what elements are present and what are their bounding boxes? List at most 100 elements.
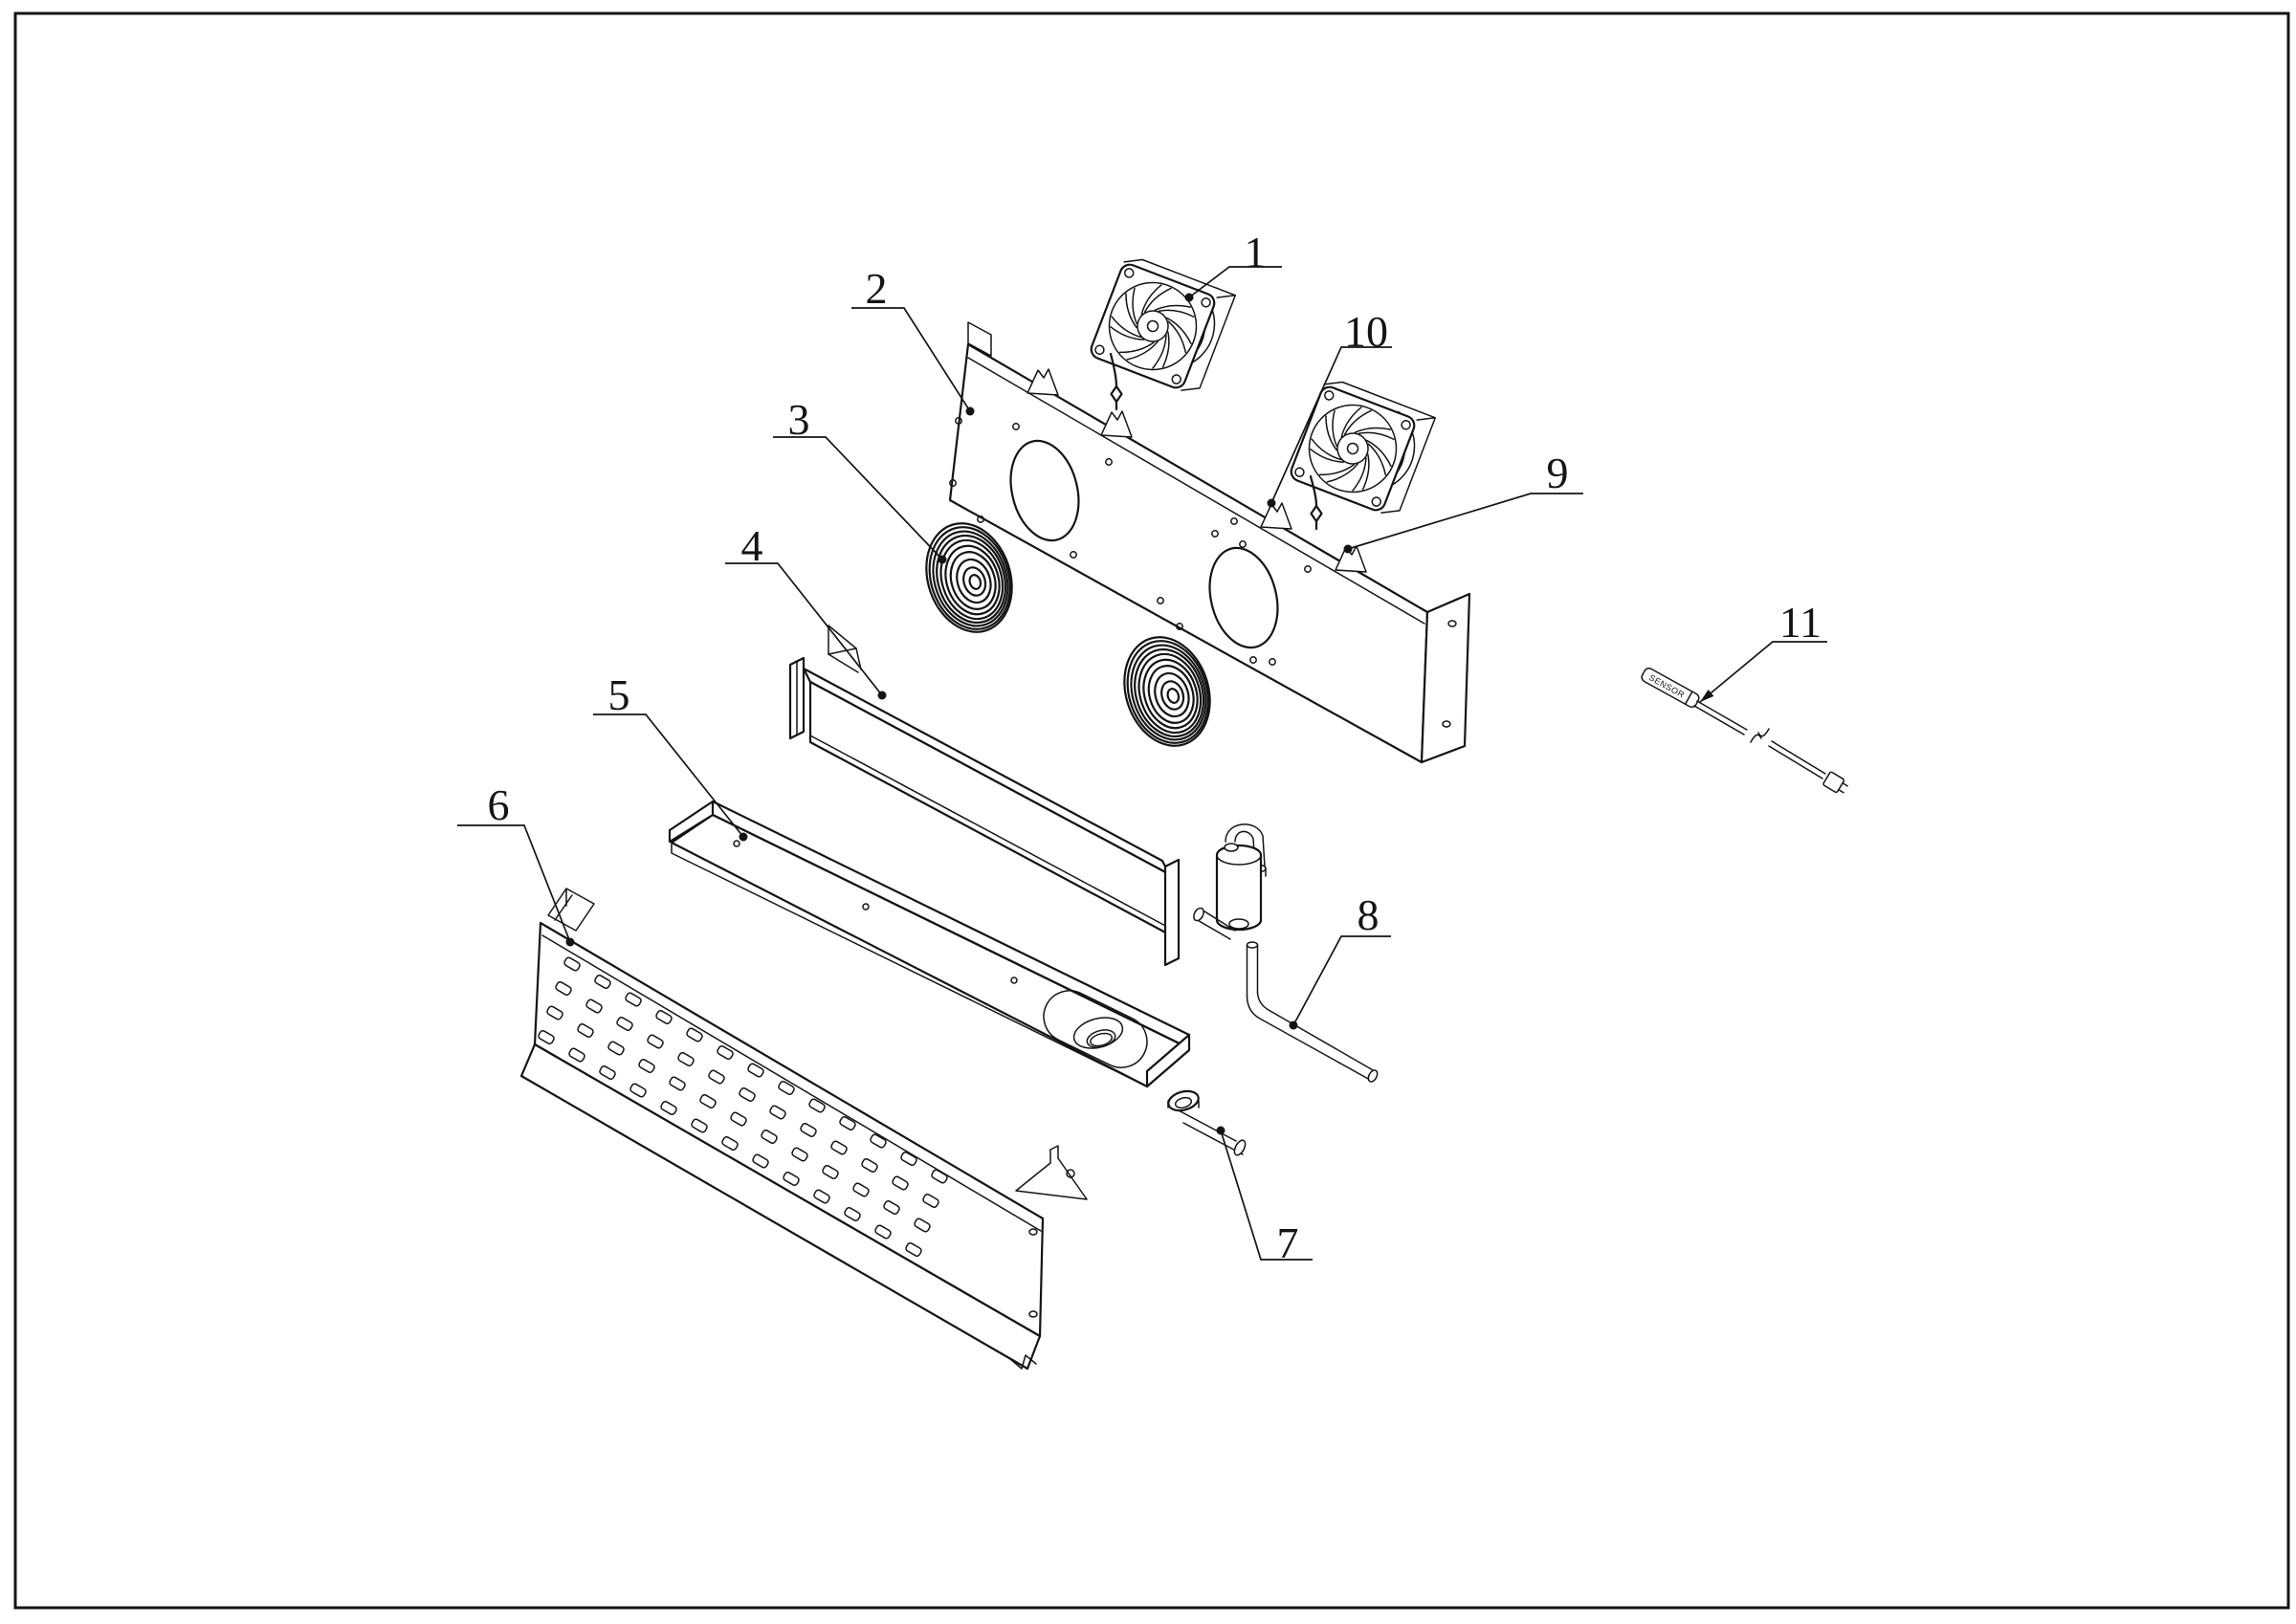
panel-left-flange — [967, 321, 992, 357]
vent-slot — [905, 1242, 922, 1257]
leader-dot-1 — [1184, 293, 1194, 302]
vent-slot — [577, 1023, 594, 1038]
fan10-wire-connector — [1310, 504, 1323, 523]
guard-ring — [936, 534, 1007, 625]
vent-slot — [677, 1052, 695, 1066]
drain-fitting-part7 — [1167, 1089, 1247, 1156]
fan-cutout-right — [1208, 546, 1279, 649]
vent-slot — [783, 1172, 800, 1186]
vent-slot — [839, 1116, 856, 1130]
heat-exchanger-part4 — [788, 625, 1181, 967]
vent-slot — [870, 1133, 887, 1149]
guard-ring — [956, 558, 992, 604]
duct-right-end-plate — [1163, 858, 1181, 967]
vent-slot — [616, 1017, 633, 1031]
part-label-11: 11 — [1779, 598, 1821, 647]
leader-dot-4 — [877, 691, 887, 700]
leader-dot-2 — [965, 406, 975, 416]
guard-ring — [1154, 671, 1190, 718]
vent-slot — [752, 1153, 769, 1169]
tray-left-end — [668, 800, 715, 844]
guard-ring — [939, 538, 1004, 621]
guard-ring — [1126, 640, 1209, 744]
vent-slot — [861, 1158, 878, 1173]
fan1-wire-connector — [1110, 384, 1123, 404]
leader-line-7 — [1220, 1130, 1313, 1261]
vent-slot — [568, 1047, 585, 1063]
guard-ring — [1137, 652, 1203, 735]
part-label-7: 7 — [1277, 1218, 1299, 1267]
panel-screw-holes — [949, 417, 1312, 666]
leader-line-9 — [1347, 493, 1583, 550]
vent-slot — [739, 1087, 756, 1102]
vent-slot — [769, 1105, 786, 1120]
part-label-9: 9 — [1547, 449, 1569, 497]
vent-slot — [892, 1175, 909, 1191]
leader-dot-5 — [739, 832, 748, 842]
leader-line-8 — [1292, 935, 1391, 1026]
guard-ring — [1130, 644, 1207, 741]
page-border — [13, 11, 2290, 1610]
vent-slot — [761, 1130, 778, 1144]
vent-slot — [638, 1059, 655, 1073]
cover-right-tab — [1015, 1145, 1088, 1200]
vent-slot — [699, 1094, 717, 1108]
leader-line-6 — [457, 824, 571, 943]
leader-line-4 — [725, 562, 883, 696]
vent-slot — [800, 1123, 817, 1137]
vent-slot — [922, 1194, 939, 1208]
perforated-cover-part6 — [519, 888, 1088, 1371]
vent-slot — [883, 1200, 900, 1215]
vent-slot — [914, 1218, 931, 1233]
vent-slot — [874, 1224, 892, 1240]
vent-slot — [585, 999, 603, 1014]
vent-slot — [629, 1083, 647, 1098]
vent-slot — [747, 1063, 764, 1078]
leader-line-2 — [851, 307, 971, 412]
part-label-3: 3 — [788, 395, 810, 444]
guard-ring — [1142, 658, 1199, 730]
vent-slot — [669, 1076, 686, 1091]
leader-dot-10 — [1267, 498, 1276, 508]
vent-slot — [555, 981, 572, 996]
vent-slot — [931, 1169, 948, 1184]
leader-line-3 — [773, 436, 943, 560]
vent-slot — [808, 1098, 826, 1113]
part-label-6: 6 — [488, 780, 510, 829]
sensor-probe — [1641, 667, 1700, 709]
accumulator-assembly — [1193, 823, 1267, 940]
vent-slot — [625, 992, 642, 1007]
leader-dot-3 — [938, 555, 947, 564]
vent-slot — [655, 1010, 673, 1024]
guard-ring — [949, 551, 997, 610]
cover-left-hook-tab — [547, 888, 595, 932]
fan-guard-coil-right-part3 — [1123, 636, 1211, 747]
drip-tray-part5 — [668, 800, 1191, 1088]
vent-slot — [778, 1081, 795, 1095]
vent-slot — [852, 1182, 870, 1197]
guard-ring — [944, 544, 1001, 616]
vent-slot — [599, 1065, 616, 1080]
vent-slot — [647, 1034, 664, 1049]
vent-slot — [717, 1045, 734, 1060]
part-label-10: 10 — [1344, 307, 1388, 356]
vent-slot — [607, 1041, 625, 1056]
vent-slot — [813, 1189, 830, 1204]
part-label-4: 4 — [741, 521, 763, 570]
leader-dot-9 — [1343, 544, 1353, 554]
accumulator-stub-tube — [1193, 907, 1204, 922]
panel-right-flange — [1420, 592, 1471, 764]
leader-line-5 — [593, 713, 744, 838]
vent-slot — [660, 1101, 677, 1115]
vent-slot — [563, 956, 581, 972]
vent-slot — [546, 1005, 563, 1020]
tray-drain-well — [1043, 990, 1148, 1068]
guard-ring — [962, 566, 987, 597]
leader-dot-8 — [1289, 1020, 1298, 1030]
duct-left-bracket — [828, 625, 857, 655]
guard-ring — [1160, 680, 1185, 711]
part-label-2: 2 — [866, 264, 888, 313]
part-label-8: 8 — [1358, 890, 1380, 939]
